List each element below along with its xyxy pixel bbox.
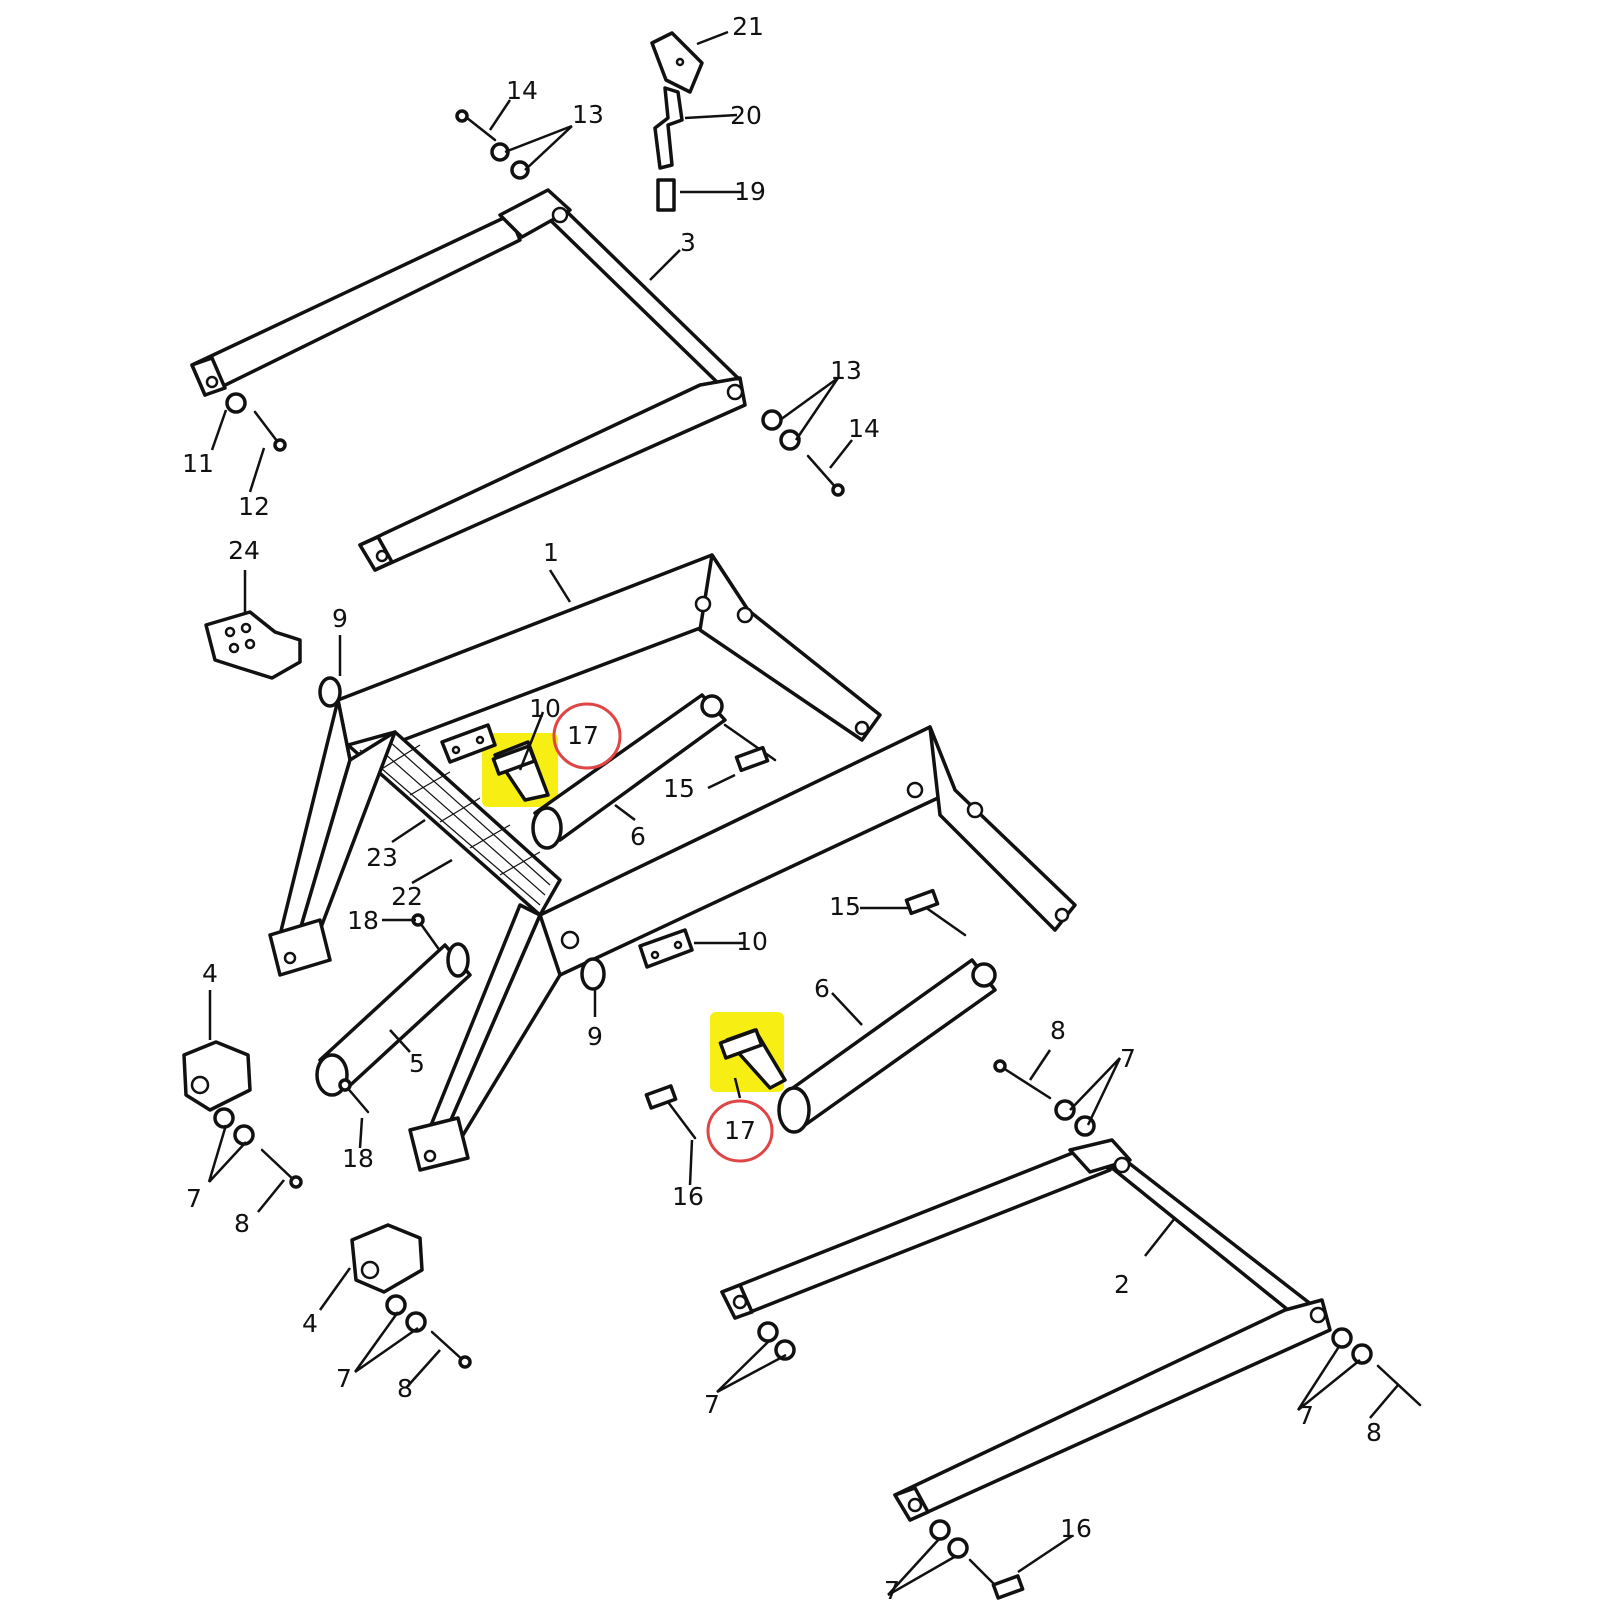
clip-19 (656, 178, 676, 212)
callout-20: 20 (730, 101, 762, 130)
callout-3: 3 (680, 228, 696, 257)
pin-17-lower (718, 1028, 787, 1090)
mesh-22 (359, 741, 551, 906)
washer-9-lower (580, 957, 606, 991)
bracket-20 (653, 86, 684, 170)
callout-7: 7 (1298, 1401, 1314, 1430)
plate-21 (650, 31, 704, 94)
cylinder-6-upper (531, 693, 727, 850)
callout-7: 7 (884, 1576, 900, 1600)
pin-8-left-lower (430, 1330, 472, 1369)
callout-16: 16 (1060, 1514, 1092, 1543)
bushing-7-right-far (1331, 1327, 1373, 1365)
callout-2: 2 (1114, 1270, 1130, 1299)
callout-14: 14 (506, 76, 538, 105)
callout-8: 8 (1366, 1418, 1382, 1447)
pin-18-lower (338, 1078, 370, 1114)
callout-9: 9 (587, 1022, 603, 1051)
cylinder-5 (315, 942, 472, 1097)
callout-23: 23 (366, 843, 398, 872)
callout-6: 6 (630, 822, 646, 851)
callout-7: 7 (336, 1364, 352, 1393)
bushing-7-bottom (929, 1519, 969, 1559)
callout-4: 4 (302, 1309, 318, 1338)
callout-4: 4 (202, 959, 218, 988)
bushing-7-left-upper (213, 1107, 255, 1146)
callout-10: 10 (529, 694, 561, 723)
callout-18: 18 (347, 906, 379, 935)
pin-8-right-upper (993, 1059, 1052, 1100)
red-circle-17-upper (552, 702, 622, 770)
bracket-24 (204, 610, 302, 680)
callout-9: 9 (332, 604, 348, 633)
leader-lines (207, 30, 1399, 1597)
callout-8: 8 (1050, 1016, 1066, 1045)
plate-10-upper (440, 723, 497, 764)
pin-14-top (455, 109, 497, 142)
callout-16: 16 (672, 1182, 704, 1211)
pin-15-lower (904, 888, 967, 937)
callout-17: 17 (724, 1116, 756, 1145)
callout-22: 22 (391, 882, 423, 911)
pin-14-right (806, 454, 845, 497)
callout-15: 15 (829, 892, 861, 921)
mount-bracket-4-upper (182, 1040, 252, 1112)
pin-12 (253, 410, 287, 452)
washer-9-upper (318, 676, 342, 708)
bushing-7-right-left (757, 1321, 796, 1361)
pin-18-upper (411, 913, 440, 950)
callout-13: 13 (572, 100, 604, 129)
callout-7: 7 (1120, 1044, 1136, 1073)
callout-15: 15 (663, 774, 695, 803)
callout-19: 19 (734, 177, 766, 206)
callout-7: 7 (186, 1184, 202, 1213)
callout-7: 7 (704, 1390, 720, 1419)
bushing-11 (225, 392, 247, 414)
main-frame (268, 553, 1077, 1172)
callout-12: 12 (238, 492, 270, 521)
callout-labels: 21 20 19 14 13 3 13 14 11 12 24 1 9 10 1… (182, 12, 1382, 1600)
pin-8-left-upper (260, 1148, 303, 1189)
callout-11: 11 (182, 449, 214, 478)
upper-swing-frame (190, 188, 747, 572)
callout-8: 8 (397, 1374, 413, 1403)
pin-16-bottom (968, 1558, 1025, 1600)
cylinder-6-lower (777, 958, 997, 1134)
callout-6: 6 (814, 974, 830, 1003)
callout-14: 14 (848, 414, 880, 443)
pin-17-upper (491, 740, 550, 802)
callout-17: 17 (567, 721, 599, 750)
callout-8: 8 (234, 1209, 250, 1238)
callout-24: 24 (228, 536, 260, 565)
callout-18: 18 (342, 1144, 374, 1173)
bushing-13-right (761, 409, 801, 451)
callout-13: 13 (830, 356, 862, 385)
pin-16-middle (644, 1084, 697, 1140)
plate-10-lower (638, 928, 694, 969)
bushing-7-left-lower (385, 1294, 427, 1333)
callout-21: 21 (732, 12, 764, 41)
lower-swing-frame (720, 1138, 1332, 1522)
callout-10: 10 (736, 927, 768, 956)
pin-15-upper (723, 723, 777, 773)
callout-5: 5 (409, 1049, 425, 1078)
callout-1: 1 (543, 538, 559, 567)
mount-bracket-4-lower (350, 1223, 424, 1294)
pin-8-right-far (1376, 1364, 1422, 1407)
red-circle-17-lower (706, 1099, 774, 1163)
